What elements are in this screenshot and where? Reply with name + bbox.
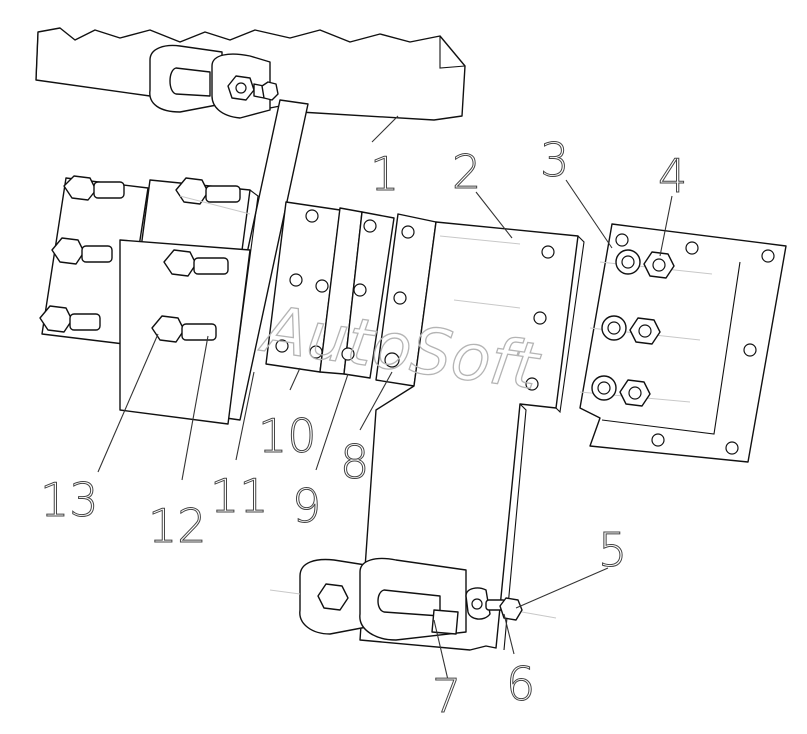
callout-1: 1 [370,147,399,201]
part-8-plate [375,213,437,387]
top-clamp [149,44,279,119]
part-3-washers [591,249,641,401]
callout-labels: 1 2 3 4 5 6 7 8 9 10 11 12 13 [40,133,688,724]
callout-4: 4 [658,149,687,203]
leader-lines [97,115,673,681]
part-2-bracket-plate [359,221,585,651]
callout-8: 8 [340,435,369,489]
right-mounting-plate [579,223,787,463]
callout-6: 6 [506,657,535,711]
bottom-center-line [269,589,301,595]
part-5-nut [499,597,557,621]
callout-12: 12 [148,499,207,553]
callout-10: 10 [258,409,317,463]
part-4-nuts [619,251,675,407]
callout-3: 3 [540,133,569,187]
callout-7: 7 [432,669,461,723]
part-9-plate [319,207,395,379]
callout-13: 13 [40,473,99,527]
callout-11: 11 [210,469,269,523]
callout-5: 5 [598,523,627,577]
part-7-bottom-clamp [299,557,467,641]
part-12-bolt-plate [119,177,259,425]
callout-9: 9 [292,479,321,533]
callout-2: 2 [452,145,481,199]
